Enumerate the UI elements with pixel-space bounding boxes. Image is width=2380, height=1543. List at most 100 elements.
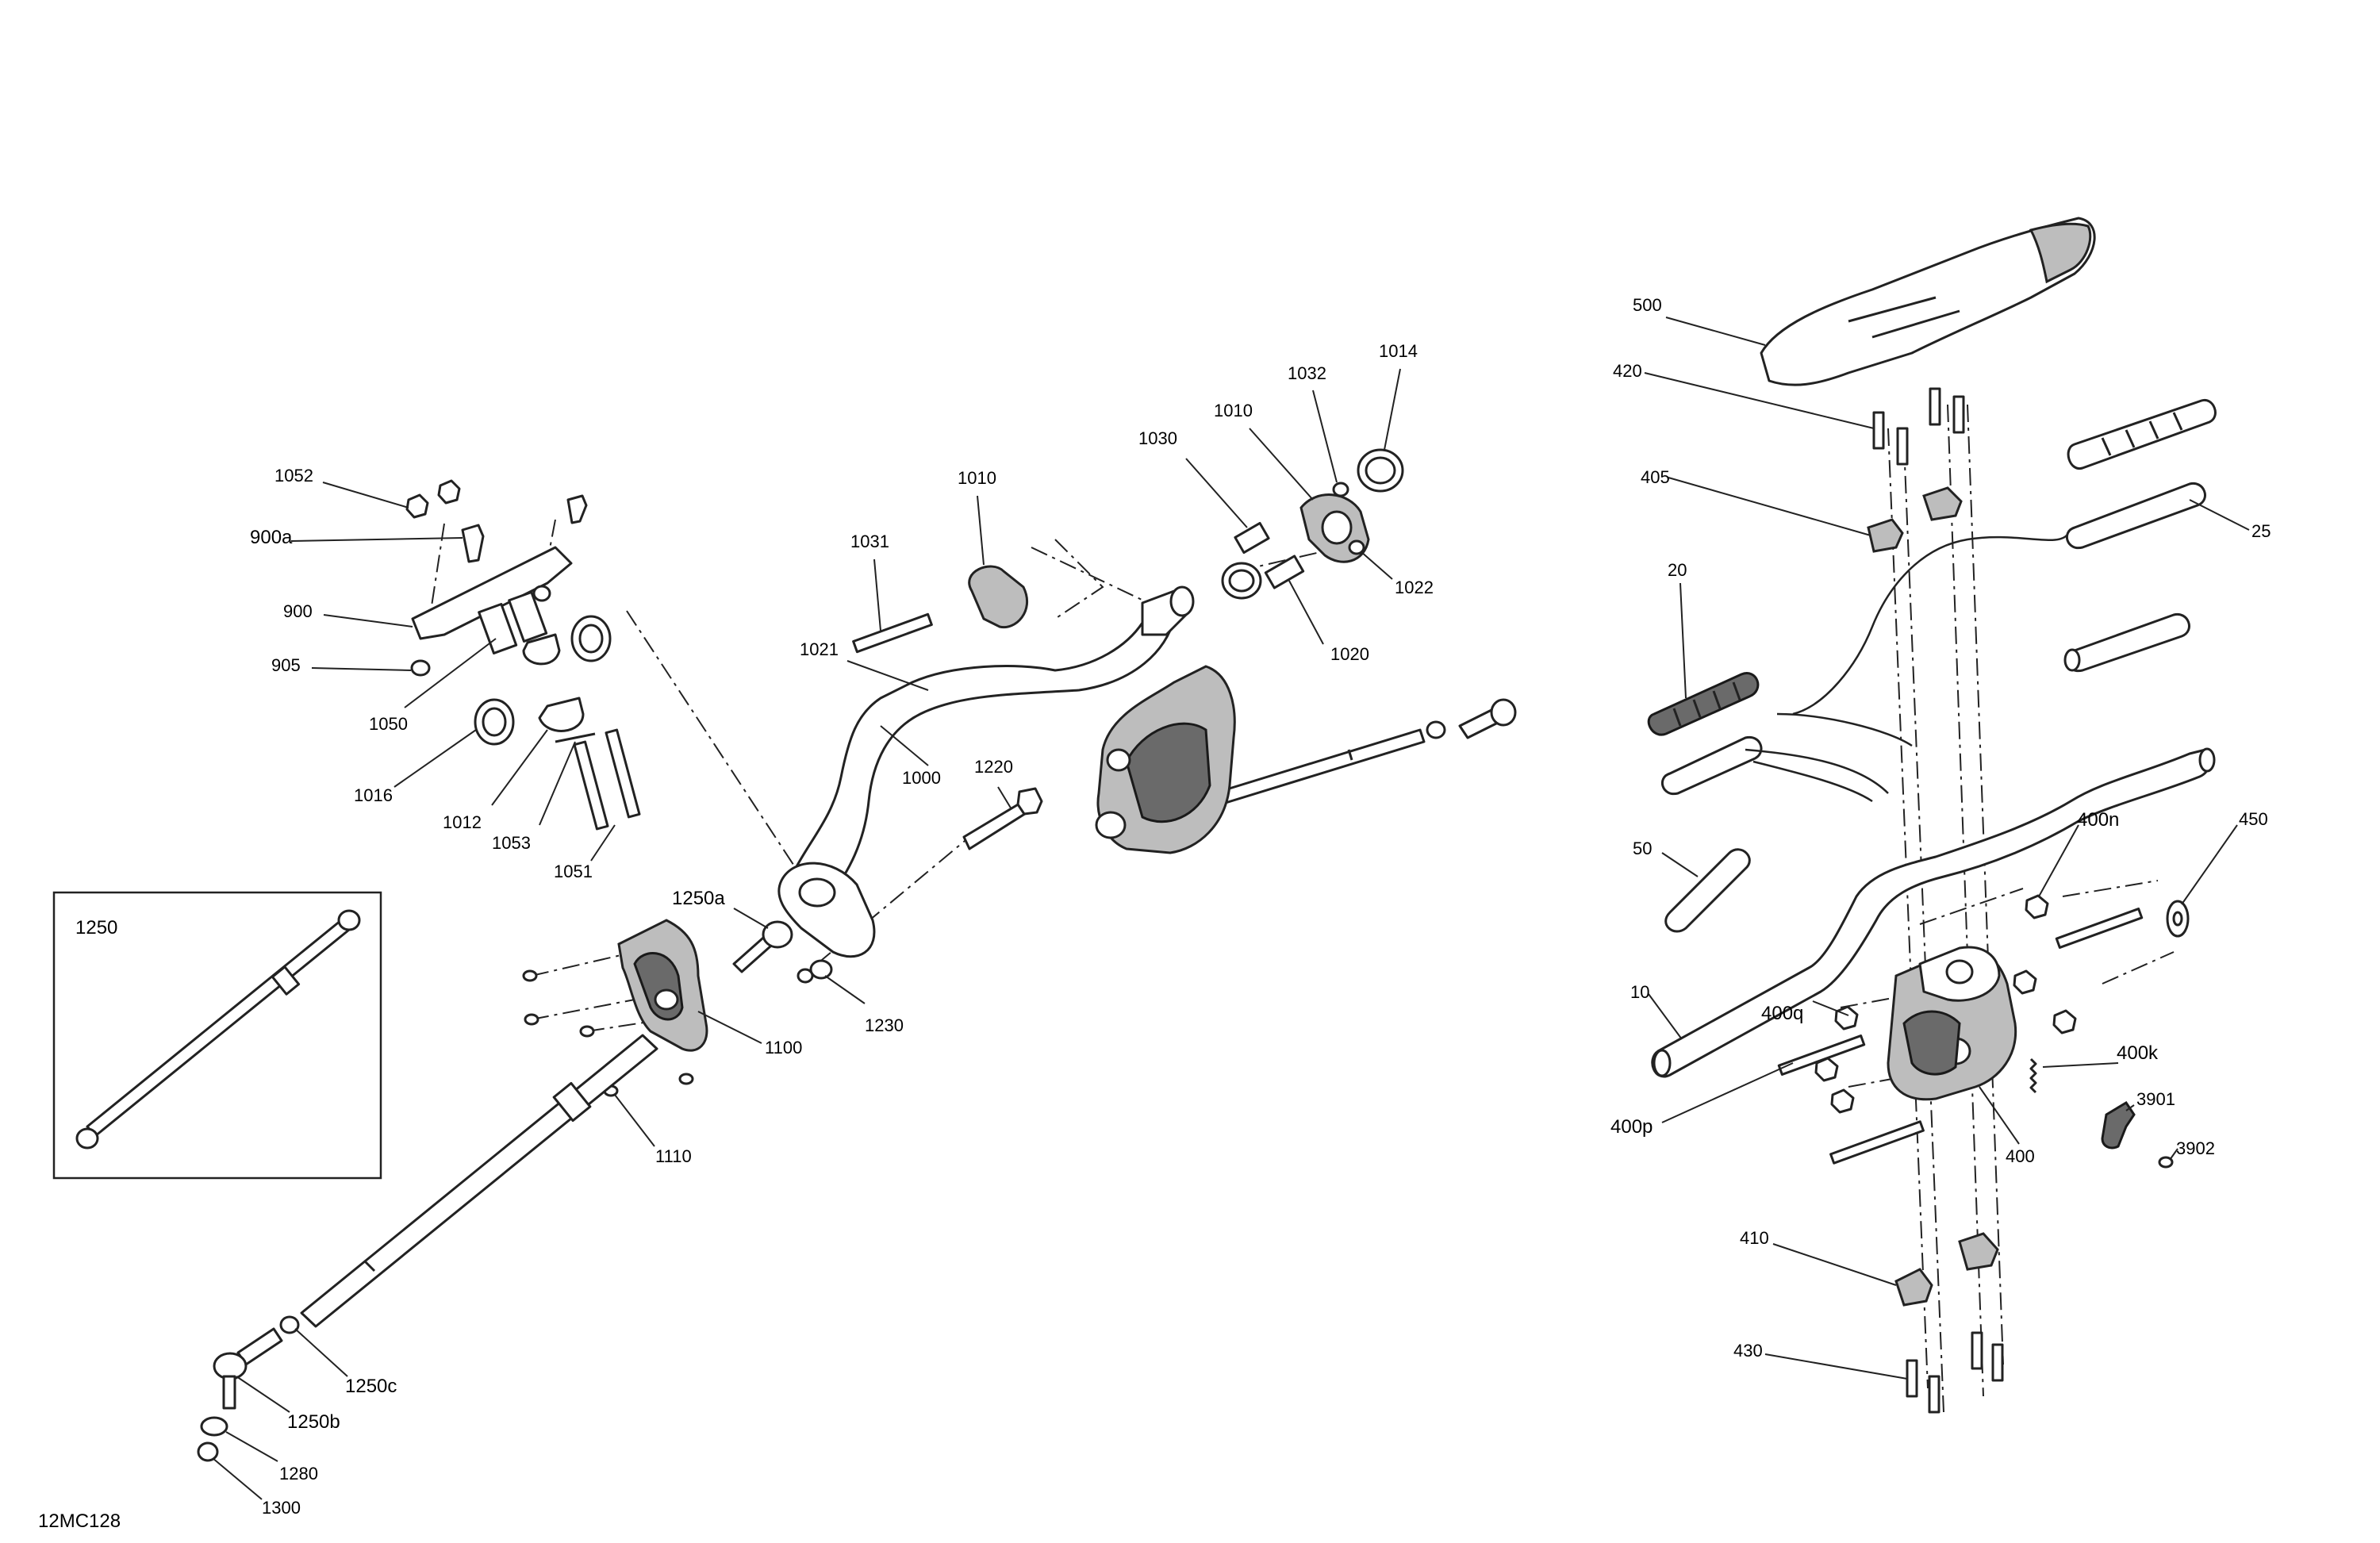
nut-c <box>1830 1088 1855 1114</box>
leader-1050 <box>404 638 497 708</box>
screw-3902 <box>2158 1156 2174 1169</box>
column-bracket-900 <box>411 546 573 640</box>
washer-1230-a <box>809 959 833 980</box>
screw-1110-e <box>678 1073 694 1085</box>
steering-housing-assembly <box>1095 665 1517 854</box>
sleeve-50 <box>1664 848 1751 933</box>
callout-3902: 3902 <box>2176 1138 2215 1158</box>
inset-tie-rod-sleeve <box>271 965 301 996</box>
column-pivot <box>798 877 836 908</box>
column-half-clamp-1012 <box>538 697 585 732</box>
bolt-420-d <box>1952 395 1965 434</box>
washer-1280 <box>200 1416 228 1437</box>
callout-50: 50 <box>1633 839 1652 858</box>
upper-clamp-405-a <box>1867 518 1904 553</box>
column-bushing <box>478 602 518 654</box>
assembly-line <box>1903 443 1944 1413</box>
jam-nut-1250c <box>279 1315 300 1334</box>
lower-clamp-410-a <box>1894 1268 1933 1307</box>
leader-1280 <box>225 1431 278 1462</box>
bolt-420-a <box>1872 411 1885 450</box>
callout-1051: 1051 <box>554 862 593 881</box>
grip-sleeve-right-a <box>2066 482 2206 550</box>
assembly-line <box>1919 888 2024 925</box>
bolt-upper-right <box>2055 908 2144 949</box>
steering-shaft <box>1212 728 1426 807</box>
handlebar-pad-strap <box>1848 296 1960 339</box>
bushing-ring-inner <box>1228 569 1255 593</box>
inset-box-1250: 1250 <box>52 891 382 1180</box>
nut-a <box>2013 969 2037 995</box>
grip-sleeve-left <box>1661 735 1763 796</box>
steering-housing-cover <box>1125 722 1211 823</box>
handlebar-pad-band <box>2029 222 2092 284</box>
inset-label: 1250 <box>75 917 117 938</box>
callout-500: 500 <box>1633 295 1662 315</box>
callout-1000: 1000 <box>902 768 941 788</box>
bearing-1016-upper-inner <box>578 624 604 654</box>
callout-1020: 1020 <box>1330 644 1369 664</box>
callout-3901: 3901 <box>2136 1089 2175 1109</box>
grip-sleeve-end <box>2063 648 2081 672</box>
callout-1032: 1032 <box>1288 363 1326 383</box>
callout-1016: 1016 <box>354 785 393 805</box>
screw-1110-b <box>524 1013 539 1026</box>
callout-1100: 1100 <box>765 1038 802 1057</box>
steering-column-assembly <box>197 479 1342 1462</box>
column-lower-bracket <box>777 862 876 958</box>
leader-500 <box>1665 317 1766 346</box>
assembly-line <box>2062 880 2159 897</box>
callout-900: 900 <box>283 601 313 621</box>
callout-10: 10 <box>1630 982 1649 1002</box>
assembly-line <box>1947 404 1984 1397</box>
leader-900 <box>323 614 413 628</box>
callout-1250a: 1250a <box>672 888 725 909</box>
leader-1014 <box>1384 368 1401 451</box>
grip-25-pattern <box>2101 412 2183 456</box>
grip-heater-wire <box>1745 712 1913 803</box>
leader-1052 <box>322 482 409 509</box>
inset-frame <box>52 891 382 1180</box>
stud-900a <box>461 524 485 563</box>
tie-rod-mark <box>363 1260 376 1272</box>
callout-labels: 1052 900a 900 905 1050 1016 1012 1053 10… <box>250 295 2271 1518</box>
leader-1100 <box>697 1011 762 1044</box>
leader-1300 <box>212 1457 263 1500</box>
leader-1021 <box>846 660 929 691</box>
leader-1031 <box>873 558 881 631</box>
callout-1014: 1014 <box>1379 341 1418 361</box>
column-upper-bore <box>1169 585 1195 617</box>
handlebar-end-left <box>1653 1049 1672 1077</box>
nut-d <box>2052 1009 2077 1034</box>
handlebar-end-right <box>2198 747 2216 773</box>
callout-905: 905 <box>271 655 301 675</box>
dowel-1030 <box>1234 521 1270 555</box>
leader-1053 <box>539 741 576 826</box>
washer-450-hole <box>2172 911 2183 927</box>
nut-1052-b <box>437 479 461 505</box>
callout-420: 420 <box>1613 361 1642 381</box>
leader-1110 <box>614 1094 655 1147</box>
pivot-housing-boss <box>654 988 679 1011</box>
bolt-430-c <box>1971 1331 1983 1370</box>
steering-housing-boss <box>1095 811 1127 839</box>
leader-400 <box>1979 1086 2020 1145</box>
handlebar-10 <box>1651 748 2211 1078</box>
leader-10 <box>1648 993 1683 1040</box>
grip-20 <box>1647 672 1760 736</box>
assembly-line <box>2102 951 2175 985</box>
drawing-id: 12MC128 <box>38 1510 121 1532</box>
leader-3902 <box>2169 1148 2178 1161</box>
callout-1110: 1110 <box>655 1146 692 1166</box>
leader-905 <box>311 667 412 671</box>
bearing-1014-inner <box>1365 456 1396 485</box>
nut-1022 <box>1348 539 1365 555</box>
rod-end-1250a-eye <box>762 920 793 949</box>
leader-1016 <box>393 729 477 788</box>
leader-410 <box>1772 1243 1897 1286</box>
leader-1010a <box>977 495 985 566</box>
callout-1053: 1053 <box>492 833 531 853</box>
tie-rod-1250 <box>300 1034 658 1328</box>
stud <box>566 494 588 524</box>
spring-400k <box>2029 1057 2037 1094</box>
